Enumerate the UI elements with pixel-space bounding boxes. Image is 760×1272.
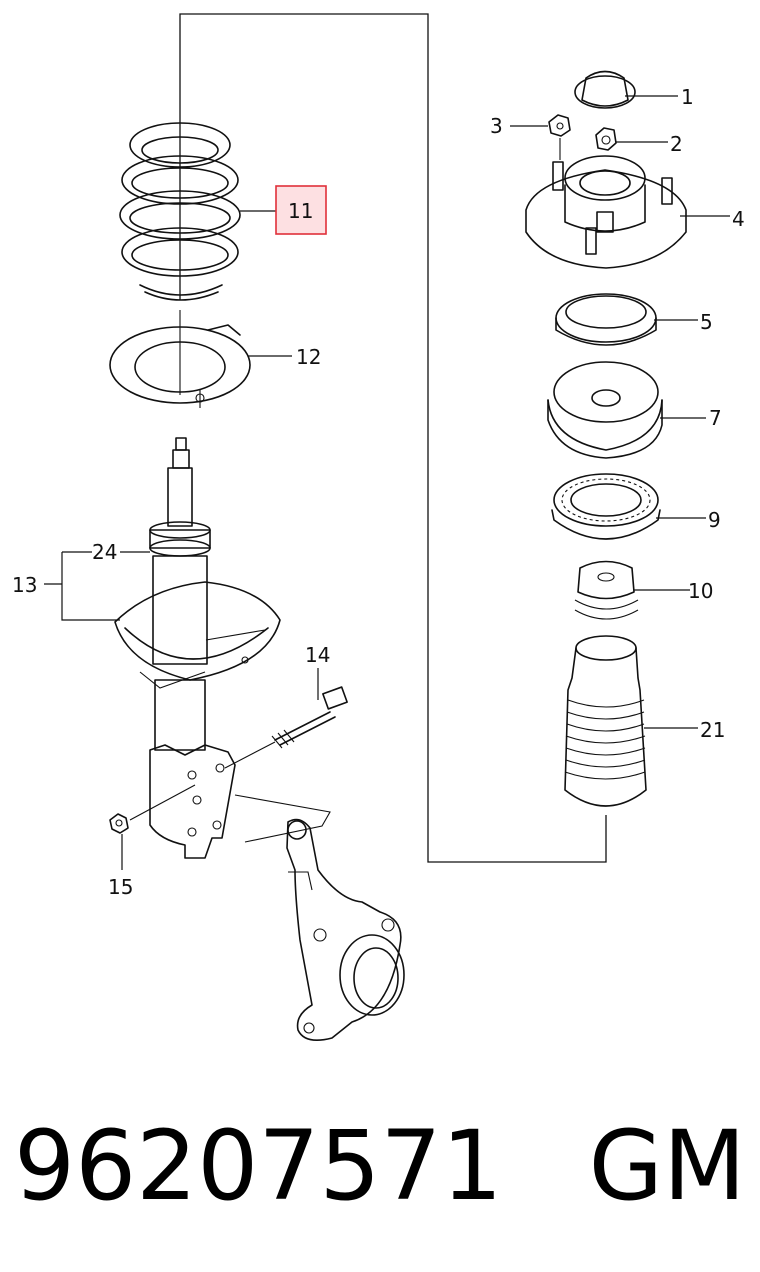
strut-knuckle-bracket: [149, 744, 331, 859]
label-12: 12: [296, 345, 321, 369]
bearing-ring: [555, 293, 657, 346]
bolt: [224, 686, 348, 769]
label-4: 4: [732, 207, 745, 231]
label-10: 10: [688, 579, 713, 603]
spring-seat: [109, 310, 251, 408]
label-7: 7: [709, 406, 722, 430]
coil-spring: [119, 122, 241, 301]
label-13: 13: [12, 573, 37, 597]
steering-knuckle: [286, 818, 405, 1041]
shock-absorber: [149, 437, 211, 751]
label-15: 15: [108, 875, 133, 899]
label-24: 24: [92, 540, 117, 564]
dust-cap: [574, 70, 636, 109]
mount-nut: [595, 127, 617, 151]
dust-boot: [564, 635, 647, 807]
label-9: 9: [708, 508, 721, 532]
brand-name: GM: [588, 1110, 746, 1222]
top-mount: [525, 155, 687, 269]
leader-lines: [44, 95, 730, 870]
label-1: 1: [681, 85, 694, 109]
part-number: 96207571: [14, 1110, 503, 1222]
label-11: 11: [288, 199, 313, 223]
label-3: 3: [490, 114, 503, 138]
stud-nut: [548, 114, 571, 160]
label-21: 21: [700, 718, 725, 742]
thrust-bearing: [551, 473, 661, 540]
label-14: 14: [305, 643, 330, 667]
label-5: 5: [700, 310, 713, 334]
nut: [109, 784, 196, 834]
assembly-bracket-line: [179, 13, 607, 863]
highlight-box-11: [275, 185, 327, 235]
strut-spring-plate: [114, 581, 281, 689]
label-2: 2: [670, 132, 683, 156]
bump-stopper: [574, 560, 639, 620]
upper-spring-seat: [547, 361, 663, 459]
